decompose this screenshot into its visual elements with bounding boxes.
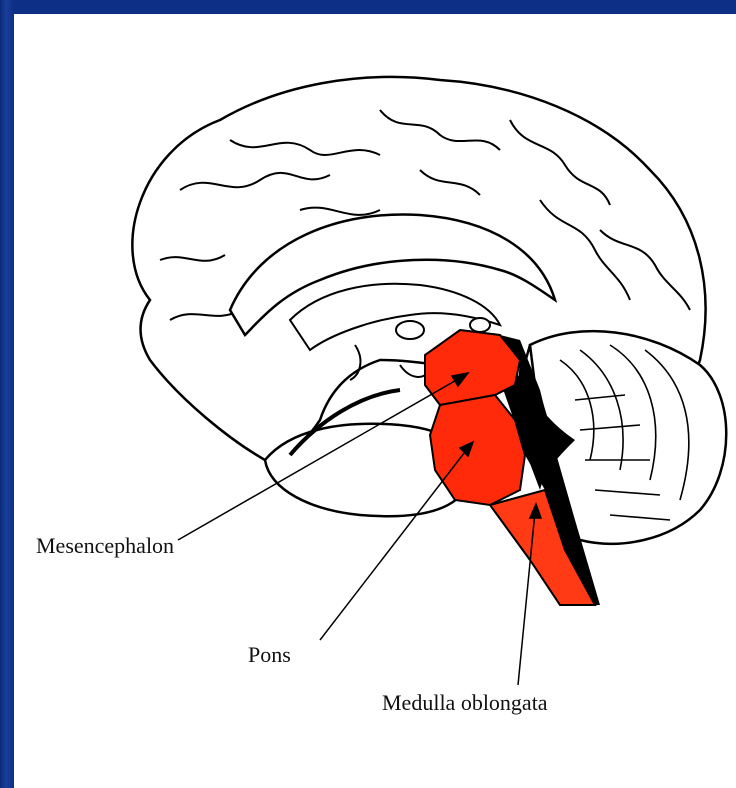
label-mesencephalon: Mesencephalon — [36, 533, 174, 559]
label-pons: Pons — [248, 642, 291, 668]
label-medulla-oblongata: Medulla oblongata — [382, 690, 548, 716]
